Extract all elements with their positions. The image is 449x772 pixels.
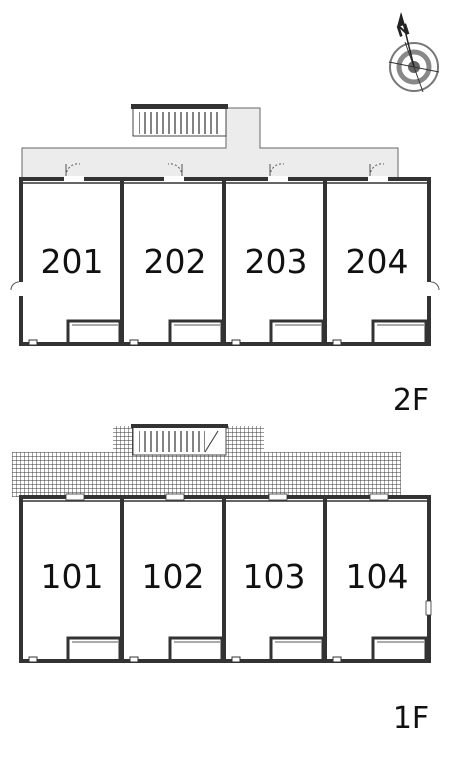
door-icon: [369, 493, 389, 501]
unit-103-label: 103: [243, 557, 306, 596]
floor-2f-plan: 201 202 203 204 2F: [10, 104, 440, 418]
floor-1f-label: 1F: [393, 701, 429, 736]
north-label: N: [394, 20, 412, 41]
unit-202-label: 202: [144, 242, 207, 281]
door-icon: [164, 163, 184, 182]
door-icon: [64, 163, 84, 182]
side-door-icon: [425, 600, 432, 616]
side-door-icon: [10, 281, 24, 296]
door-icon: [268, 163, 288, 182]
unit-203-label: 203: [245, 242, 308, 281]
door-icon: [65, 493, 85, 501]
unit-201-label: 201: [41, 242, 104, 281]
door-icon: [268, 493, 288, 501]
unit-204-label: 204: [346, 242, 409, 281]
unit-101-label: 101: [41, 557, 104, 596]
unit-102-label: 102: [142, 557, 205, 596]
door-icon: [165, 493, 185, 501]
door-icon: [368, 163, 388, 182]
compass-rose-icon: N: [388, 12, 440, 93]
floor-1f-plan: 101 102 103 104 1F: [12, 424, 432, 736]
floor-2f-label: 2F: [393, 383, 429, 418]
side-door-icon: [426, 281, 440, 296]
unit-104-label: 104: [346, 557, 409, 596]
